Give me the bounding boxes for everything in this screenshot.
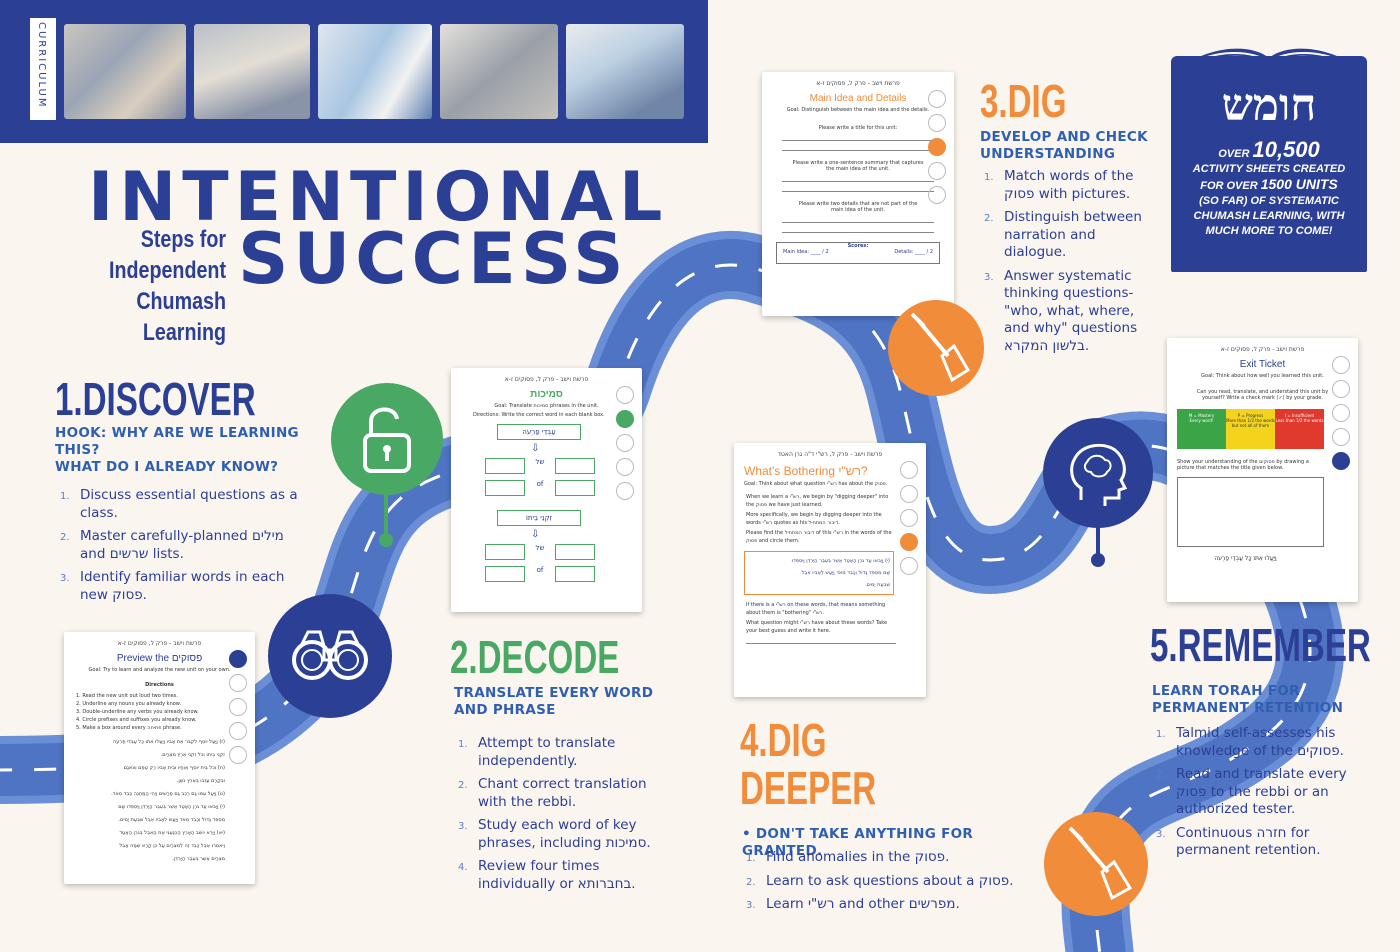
list-item: 3.Identify familiar words in each new פס… — [60, 569, 285, 603]
step-3-list: 1.Match words of the פסוק with pictures.… — [984, 168, 1149, 361]
step-5-heading: 5.REMEMBER — [1150, 619, 1371, 671]
photo-student-reading — [64, 24, 186, 119]
title-success: SUCCESS — [238, 218, 629, 300]
list-item: 3.Continuous חזרה for permanent retentio… — [1156, 824, 1321, 859]
step-1-list: 1.Discuss essential questions as a class… — [60, 487, 300, 610]
step-3-subheading: DEVELOP AND CHECK UNDERSTANDING — [980, 129, 1148, 162]
binoculars-circle — [268, 594, 392, 718]
step-3-heading: 3.DIG — [980, 75, 1067, 127]
photo-classroom — [194, 24, 310, 119]
chumash-badge — [1171, 56, 1367, 272]
photo-workbook — [318, 24, 432, 119]
worksheet-preview: פרשת וישב - פרק ל, פסוקים ז-א Preview th… — [64, 632, 255, 884]
photo-worksheets — [440, 24, 558, 119]
list-item: 4.Review four times individually or בחבר… — [458, 858, 636, 892]
list-item: 1.Match words of the פסוק with pictures. — [984, 168, 1134, 202]
list-item: 1.Attempt to translate independently. — [458, 735, 616, 769]
worksheet-main-idea: פרשת וישב - פרק ל, פסוקים ז-א Main Idea … — [762, 72, 954, 316]
worksheet-exit-ticket: פרשת וישב - פרק ל, פסוקים ז-א Exit Ticke… — [1167, 338, 1358, 602]
worksheet-smichus: פרשת וישב - פרק ל, פסוקים ז-א סמיכות Goa… — [451, 368, 642, 612]
step-5-list: 1.Talmid self-assesses his knowledge of … — [1156, 725, 1356, 866]
list-item: 2.Read and translate every פסוק to the r… — [1156, 766, 1347, 817]
lock-circle — [331, 383, 443, 495]
list-item: 2.Chant correct translation with the reb… — [458, 776, 647, 810]
title-intentional: INTENTIONAL — [88, 158, 669, 237]
list-item: 1.Talmid self-assesses his knowledge of … — [1156, 725, 1344, 759]
head-brain-icon — [1070, 443, 1128, 506]
brain-circle — [1043, 418, 1153, 528]
shovel-circle — [888, 300, 984, 396]
step-2-list: 1.Attempt to translate independently. 2.… — [458, 735, 658, 899]
list-item: 2.Distinguish between narration and dial… — [984, 209, 1142, 260]
list-item: 2.Learn to ask questions about a פסוק. — [746, 872, 1014, 889]
shovel-circle-2 — [1044, 812, 1148, 916]
shovel-icon — [910, 312, 971, 383]
step-5-subheading: LEARN TORAH FOR PERMANENT RETENTION — [1152, 683, 1344, 716]
list-item: 3.Study each word of key phrases, includ… — [458, 817, 651, 851]
list-item: 3.Learn רש"י and other מפרשים. — [746, 896, 960, 912]
step-4-heading: 4.DIG DEEPER — [740, 714, 877, 814]
list-item: 1.Find anomalies in the פסוק. — [746, 849, 950, 865]
list-item: 1.Discuss essential questions as a class… — [60, 487, 298, 521]
curriculum-label: CURRICULUM — [36, 22, 47, 109]
step-4-subheading: • DON'T TAKE ANYTHING FOR GRANTED. — [742, 826, 974, 859]
chumash-stats: OVER 10,500 ACTIVITY SHEETS CREATED FOR … — [1192, 137, 1346, 238]
chumash-title: חומש — [1221, 80, 1317, 131]
worksheet-bothering: פרשת וישב - פרק ל, רש"י ד"ה גרן האטד Wha… — [734, 443, 926, 697]
step-4-list: 1.Find anomalies in the פסוק. 2.Learn to… — [746, 849, 1036, 920]
list-item: 2.Master carefully-planned מילים and שרש… — [60, 528, 284, 562]
photo-teacher-board — [566, 24, 684, 119]
subtitle: Steps for Independent Chumash Learning — [109, 226, 226, 346]
shovel-icon — [1068, 826, 1133, 901]
step-2-subheading: TRANSLATE EVERY WORD AND PHRASE — [454, 685, 654, 718]
open-lock-icon — [363, 407, 411, 473]
binoculars-icon — [292, 630, 368, 680]
step-1-subheading: HOOK: WHY ARE WE LEARNING THIS? WHAT DO … — [55, 425, 299, 475]
curriculum-tab — [30, 18, 56, 120]
list-item: 3.Answer systematic thinking questions- … — [984, 267, 1138, 354]
step-1-heading: 1.DISCOVER — [55, 373, 256, 425]
step-2-heading: 2.DECODE — [450, 631, 620, 683]
